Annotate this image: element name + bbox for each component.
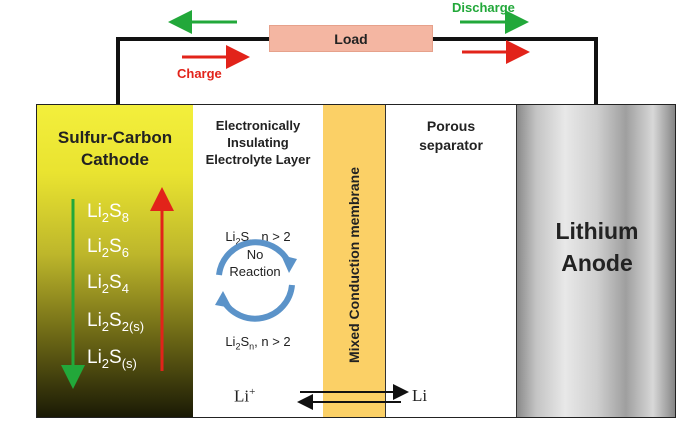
lithium-anode: Lithium Anode <box>517 105 675 417</box>
discharge-label: Discharge <box>452 0 515 15</box>
electrolyte-title: Electronically Insulating Electrolyte La… <box>205 118 311 167</box>
cycle-arrow-upper <box>216 239 292 276</box>
wire-right-horizontal <box>432 37 597 41</box>
separator-title: Porous separator <box>419 118 483 153</box>
wire-left-horizontal <box>116 37 270 41</box>
species-li2s: Li2S(s) <box>87 347 137 371</box>
charge-label: Charge <box>177 66 222 81</box>
species-li2s8: Li2S8 <box>87 201 129 225</box>
polysulfide-label-bottom: Li2Sn, n > 2 <box>225 334 291 352</box>
cathode-title: Sulfur-Carbon Cathode <box>37 127 193 171</box>
species-li2s2: Li2S2(s) <box>87 310 145 334</box>
load-box: Load <box>269 25 433 52</box>
cycle-arrow-lower-head <box>215 291 232 308</box>
anode-title: Lithium Anode <box>555 218 639 276</box>
cathode-title-line2: Cathode <box>81 150 149 169</box>
mixed-conduction-membrane: Mixed Conduction membrane <box>323 105 386 417</box>
species-li2s4: Li2S4 <box>87 272 129 296</box>
cathode-arrows <box>61 187 174 389</box>
load-label: Load <box>334 30 368 47</box>
cycle-arrow-upper-head <box>281 255 297 273</box>
cathode-title-line1: Sulfur-Carbon <box>57 128 173 147</box>
wire-left-vertical <box>116 37 120 104</box>
battery-cell: Sulfur-Carbon Cathode Li2S8 Li2S6 Li2S4 … <box>36 104 676 418</box>
cathode-region: Sulfur-Carbon Cathode Li2S8 Li2S6 Li2S4 … <box>37 105 194 417</box>
cycle-arrows <box>215 239 297 322</box>
cycle-arrow-lower <box>220 284 295 322</box>
wire-right-vertical <box>594 37 598 104</box>
porous-separator: Porous separator <box>386 105 517 417</box>
lithium-ion-label: Li+ <box>234 386 256 406</box>
no-reaction-label: No Reaction <box>229 247 281 279</box>
species-li2s6: Li2S6 <box>87 236 129 260</box>
lithium-metal-label: Li <box>412 386 428 405</box>
